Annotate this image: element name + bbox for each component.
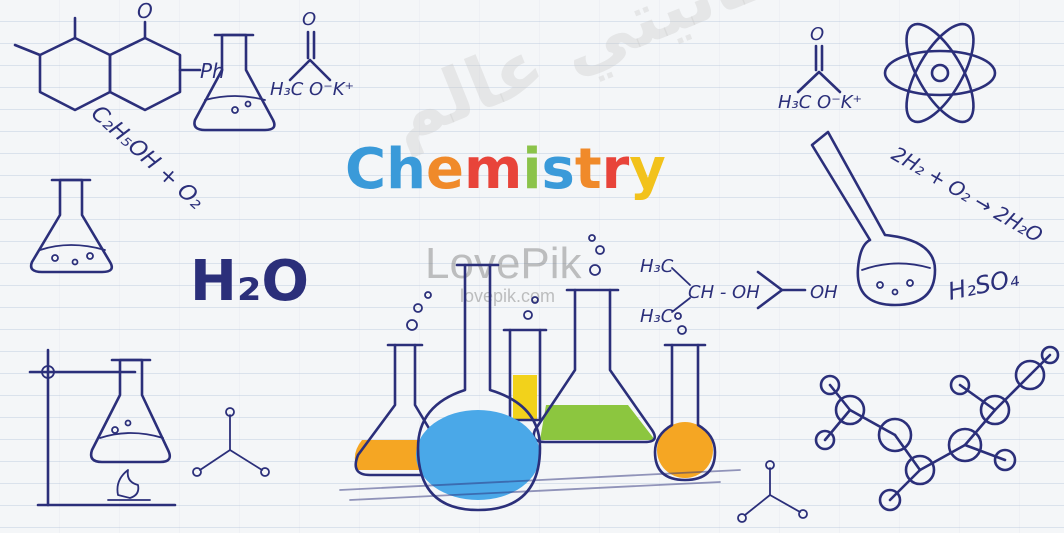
title-letter-4: i [522,137,541,202]
svg-text:OH: OH [810,282,838,303]
fused-ring-molecule: O Ph [13,0,225,112]
sulfuric-acid-label: H₂SO₄ [945,264,1021,306]
top-left-flask [193,33,276,132]
title-letter-2: e [426,137,464,202]
left-small-flask [29,178,114,274]
small-molecule-right [737,460,808,523]
acetate-left: O H₃C O⁻K⁺ [270,9,354,100]
title-text: Chemistry [345,137,666,202]
lovepik-watermark: LovePik [425,239,583,288]
svg-text:H₃C O⁻K⁺: H₃C O⁻K⁺ [778,92,862,113]
small-molecule-left [192,407,270,477]
round-bottom-flask [810,130,937,307]
title-letter-3: m [464,137,522,202]
svg-text:H₃C: H₃C [640,256,674,277]
svg-text:H₃C O⁻K⁺: H₃C O⁻K⁺ [270,79,354,100]
title-letter-8: y [629,137,666,202]
ketone-o-label: O [137,0,153,23]
acetate-right: O H₃C O⁻K⁺ [778,24,862,113]
ball-stick-molecule [814,345,1060,512]
lab-stand [28,348,177,507]
lovepik-url-watermark: lovepik.com [460,286,555,306]
title-letter-6: t [575,137,602,202]
title-letter-7: r [602,137,630,202]
title-letter-1: h [386,137,426,202]
title-letter-0: C [345,137,386,202]
atom-icon [883,22,997,124]
title-letter-5: s [542,137,575,202]
svg-text:O: O [302,9,316,30]
ethanol-label: C₂H₅OH + O₂ [86,101,208,215]
center-glassware [339,234,741,512]
chemistry-title: Chemistry [345,137,666,202]
water-reaction-label: 2H₂ + O₂ → 2H₂O [888,142,1047,248]
svg-text:H₃C: H₃C [640,306,674,327]
isopropanol: H₃C CH - OH H₃C OH [640,256,838,327]
h2o-label: H₂O [190,249,309,314]
svg-text:O: O [810,24,824,45]
svg-text:CH - OH: CH - OH [688,282,760,303]
